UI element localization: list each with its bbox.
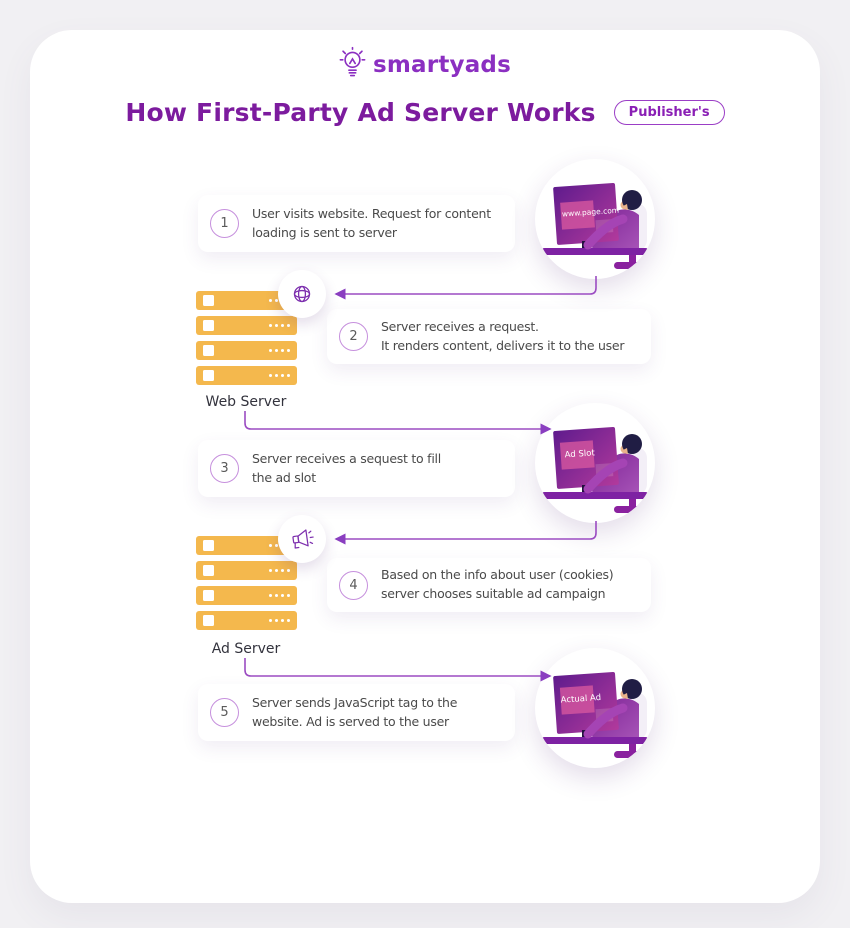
step-number: 2 (339, 322, 368, 351)
step-number: 5 (210, 698, 239, 727)
step-text: Server receives a sequest to fill the ad… (252, 450, 441, 485)
step-card-4: 4 Based on the info about user (cookies)… (327, 558, 651, 612)
user-computer-illustration-1: www.page.com (535, 159, 655, 279)
logo-text: smartyads (373, 51, 511, 78)
server-rack-unit (196, 586, 297, 605)
lightbulb-icon (339, 46, 366, 83)
step-number: 4 (339, 570, 368, 600)
megaphone-icon (278, 515, 326, 563)
ad-server-label: Ad Server (211, 641, 281, 657)
step-text: Server receives a request. It renders co… (381, 318, 625, 353)
step-text: Based on the info about user (cookies) s… (381, 567, 614, 601)
screen-label: Actual Ad (560, 693, 601, 706)
screen-label: www.page.com (562, 206, 620, 219)
step-number: 3 (210, 454, 239, 483)
web-server-illustration (196, 291, 297, 391)
server-rack-unit (196, 611, 297, 630)
user-computer-illustration-2: Ad Slot (535, 403, 655, 523)
header: How First-Party Ad Server Works Publishe… (0, 98, 850, 127)
server-rack-unit (196, 316, 297, 335)
web-server-label: Web Server (205, 394, 287, 410)
step-text: User visits website. Request for content… (252, 205, 491, 240)
step-number: 1 (210, 209, 239, 238)
person-at-monitor-graphic: Actual Ad (541, 671, 652, 758)
page-title: How First-Party Ad Server Works (125, 98, 596, 127)
logo: smartyads (0, 46, 850, 83)
screen-label: Ad Slot (564, 448, 595, 460)
publishers-badge: Publisher's (613, 100, 725, 125)
step-card-5: 5 Server sends JavaScript tag to the web… (198, 684, 515, 741)
globe-icon (278, 270, 326, 318)
ad-server-illustration (196, 536, 297, 636)
step-card-2: 2 Server receives a request. It renders … (327, 309, 651, 364)
server-rack-unit (196, 341, 297, 360)
person-at-monitor-graphic: www.page.com (541, 182, 652, 269)
step-text: Server sends JavaScript tag to the websi… (252, 694, 458, 729)
step-card-1: 1 User visits website. Request for conte… (198, 195, 515, 252)
step-card-3: 3 Server receives a sequest to fill the … (198, 440, 515, 497)
user-computer-illustration-3: Actual Ad (535, 648, 655, 768)
person-at-monitor-graphic: Ad Slot (541, 426, 652, 513)
server-rack-unit (196, 366, 297, 385)
server-rack-unit (196, 561, 297, 580)
